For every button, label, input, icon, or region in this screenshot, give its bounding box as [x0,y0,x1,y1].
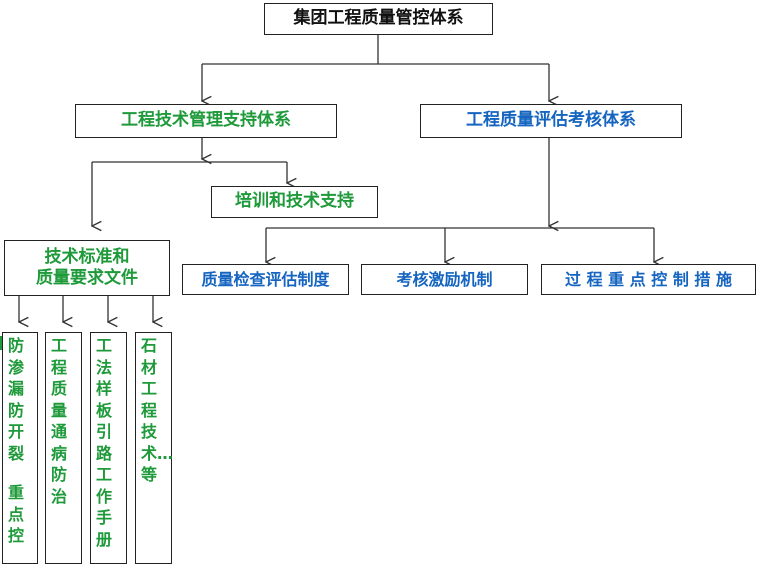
standards-label-line1: 技术标准和 [44,246,130,267]
root-node-label: 集团工程质量管控体系 [293,8,464,29]
incentive-mechanism-label: 考核激励机制 [396,269,493,289]
standards-node: 技术标准和 质量要求文件 [4,240,170,296]
doc-marker-mark [0,336,2,350]
inspection-system-node: 质量检查评估制度 [182,264,349,295]
doc-waterproofing-text: 防渗漏防开裂 [8,336,25,463]
process-control-label: 过 程 重 点 控 制 措 施 [565,269,732,289]
root-node: 集团工程质量管控体系 [264,3,493,35]
doc-stone-technology-text: 石材工程技术…等 [141,336,174,484]
training-label: 培训和技术支持 [235,191,354,212]
doc-stone-technology: 石材工程技术…等 [135,332,174,564]
doc-common-defects: 工程质量通病防治 [45,332,82,564]
connector-root [202,35,549,65]
tech-support-label: 工程技术管理支持体系 [121,110,291,131]
doc-method-manual-text: 工法样板引路工作手册 [96,336,113,549]
quality-assessment-label: 工程质量评估考核体系 [466,110,636,131]
inspection-system-label: 质量检查评估制度 [201,269,330,289]
incentive-mechanism-node: 考核激励机制 [361,264,528,295]
doc-waterproofing: 防渗漏防开裂 重点控 [2,332,38,564]
standards-label-line2: 质量要求文件 [36,268,138,288]
training-node: 培训和技术支持 [211,186,378,218]
doc-common-defects-text: 工程质量通病防治 [51,336,68,506]
doc-waterproofing-text-2: 重点控 [8,483,25,545]
process-control-node: 过 程 重 点 控 制 措 施 [541,264,756,295]
tech-support-node: 工程技术管理支持体系 [75,104,337,138]
quality-assessment-node: 工程质量评估考核体系 [420,104,682,138]
doc-method-manual: 工法样板引路工作手册 [90,332,127,564]
